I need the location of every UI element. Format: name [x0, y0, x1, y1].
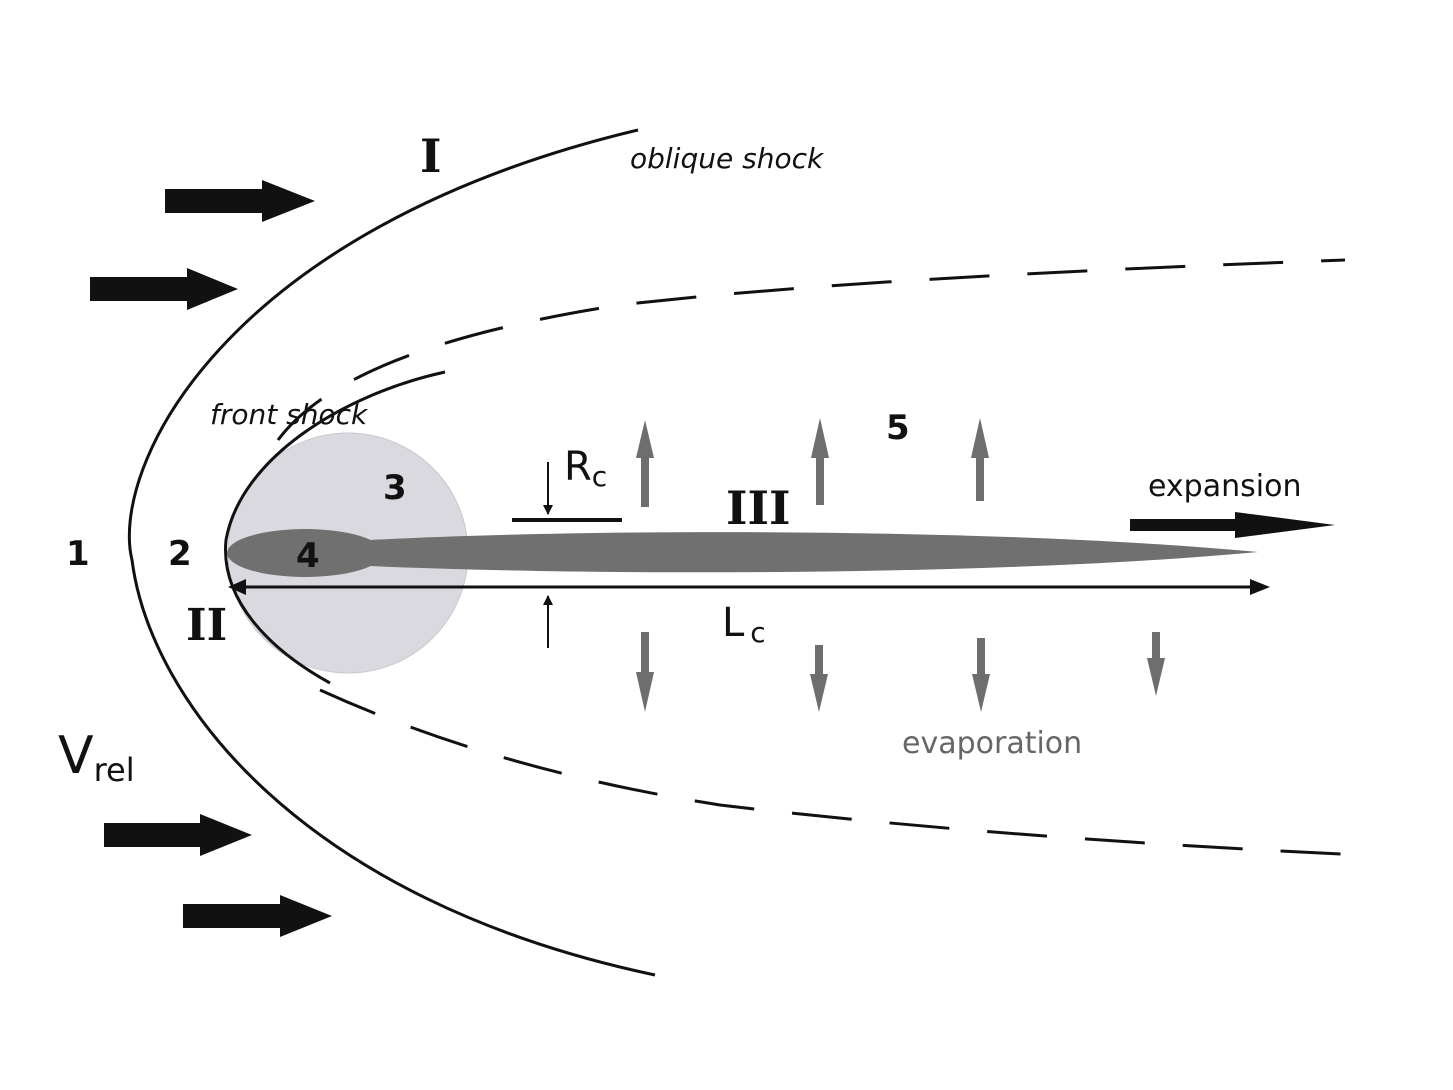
lc-subscript: c [750, 616, 765, 649]
front-shock-label: front shock [210, 398, 369, 431]
flow-arrow-3 [104, 814, 252, 856]
region-label-II: II [186, 600, 227, 651]
velocity-label: Vrel [58, 726, 135, 789]
evaporation-label: evaporation [902, 726, 1082, 761]
rc-subscript: c [592, 460, 607, 493]
evaporation-arrow-down-1 [636, 632, 654, 712]
velocity-subscript: rel [94, 751, 135, 789]
upper-dashed-boundary [276, 258, 1346, 441]
lc-right-arrowhead [1250, 579, 1270, 595]
flow-arrow-1 [165, 180, 315, 222]
ion-tail [370, 532, 1258, 573]
velocity-symbol: V [58, 726, 94, 786]
rc-label: Rc [564, 444, 607, 493]
oblique-shock-curve [127, 128, 656, 977]
flow-arrow-2 [90, 268, 238, 310]
expansion-arrow [1130, 512, 1335, 538]
region-label-III: III [726, 481, 791, 535]
evaporation-arrow-down-4 [1147, 632, 1165, 696]
evaporation-arrow-up-3 [971, 418, 989, 501]
expansion-label: expansion [1148, 469, 1301, 504]
region-number-1: 1 [66, 534, 90, 574]
rc-symbol: R [564, 444, 592, 490]
evaporation-arrow-up-2 [811, 418, 829, 505]
region-number-3: 3 [383, 468, 407, 508]
lc-left-arrowhead [228, 579, 246, 595]
evaporation-arrow-up-1 [636, 420, 654, 507]
nucleus-region [227, 529, 383, 577]
region-number-5: 5 [886, 408, 910, 448]
flow-arrow-4 [183, 895, 332, 937]
region-number-4: 4 [296, 536, 320, 576]
oblique-shock-label: oblique shock [630, 142, 825, 175]
evaporation-arrow-down-3 [972, 638, 990, 712]
evaporation-arrow-down-2 [810, 645, 828, 712]
lc-symbol: L [722, 600, 745, 646]
region-label-I: I [420, 129, 442, 183]
lower-dashed-boundary [319, 688, 1361, 857]
front-shock-curve [224, 370, 446, 685]
region-number-2: 2 [168, 534, 192, 574]
